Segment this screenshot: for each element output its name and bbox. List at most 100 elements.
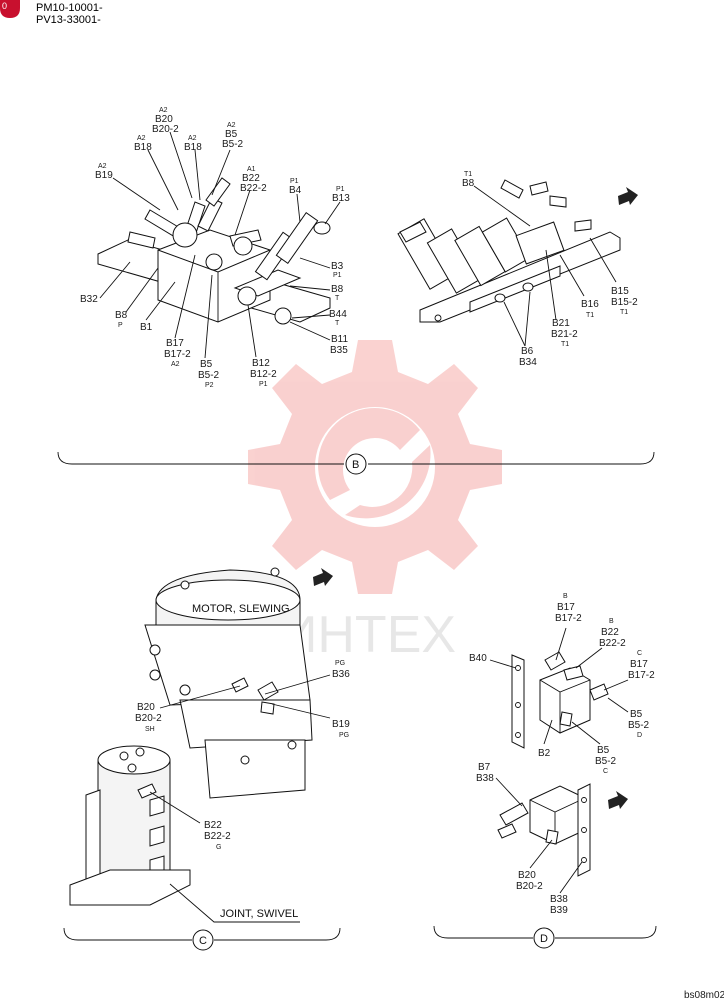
label-b16-t1: T1 bbox=[586, 312, 594, 319]
label-b4: B4 bbox=[289, 185, 302, 196]
section-b-bracket: B bbox=[57, 451, 655, 475]
label-b20-a2: A2 bbox=[159, 107, 168, 114]
label-b5-a2: A2 bbox=[227, 122, 236, 129]
label-b5p2-p2: P2 bbox=[205, 382, 214, 389]
label-c-b20: B20 bbox=[137, 702, 155, 713]
label-c-b22-2: B22-2 bbox=[204, 831, 231, 842]
label-d-b17-2: B17-2 bbox=[555, 613, 582, 624]
watermark-gear-logo bbox=[248, 340, 502, 594]
label-d-b5-d: D bbox=[637, 732, 642, 739]
label-d-b17-b: B bbox=[563, 593, 568, 600]
motor-caption: MOTOR, SLEWING bbox=[192, 603, 290, 615]
label-b3-p1: P1 bbox=[333, 272, 342, 279]
label-d-b22-2: B22-2 bbox=[599, 638, 626, 649]
swivel-joint-drawing bbox=[69, 745, 191, 906]
label-b8t: B8 bbox=[331, 284, 344, 295]
label-d-b20-2: B20-2 bbox=[516, 881, 543, 892]
label-b3: B3 bbox=[331, 261, 344, 272]
leaders-c bbox=[149, 674, 331, 923]
label-b18b-a2: A2 bbox=[188, 135, 197, 142]
label-b18: B18 bbox=[134, 142, 152, 153]
label-b12-p1: P1 bbox=[259, 381, 268, 388]
section-c-bracket: C bbox=[63, 927, 341, 951]
label-d-b5-2: B5-2 bbox=[628, 720, 650, 731]
label-b15-2: B15-2 bbox=[611, 297, 638, 308]
label-b13-p1: P1 bbox=[336, 186, 345, 193]
label-b8t-t: T bbox=[335, 295, 340, 302]
label-b22-2: B22-2 bbox=[240, 183, 267, 194]
label-c-b36-pg: PG bbox=[335, 660, 345, 667]
section-c-marker: C bbox=[199, 935, 207, 947]
label-c-b20-2: B20-2 bbox=[135, 713, 162, 724]
label-b32: B32 bbox=[80, 294, 98, 305]
label-d-b5c-c: C bbox=[603, 768, 608, 775]
corner-badge: 0 bbox=[0, 0, 20, 18]
label-b20: B20 bbox=[155, 114, 173, 125]
label-b17: B17 bbox=[166, 338, 184, 349]
flow-arrow-c bbox=[313, 568, 333, 586]
label-b15: B15 bbox=[611, 286, 629, 297]
label-d-b2: B2 bbox=[538, 748, 551, 759]
label-d-b22: B22 bbox=[601, 627, 619, 638]
label-d-b5c-2: B5-2 bbox=[595, 756, 617, 767]
flow-arrow-d bbox=[608, 791, 628, 809]
label-b21-t1: T1 bbox=[561, 341, 569, 348]
label-b8p-p: P bbox=[118, 322, 123, 329]
joint-caption: JOINT, SWIVEL bbox=[220, 908, 298, 920]
label-b4-p1: P1 bbox=[290, 178, 299, 185]
label-d-b7: B7 bbox=[478, 762, 491, 773]
label-b5-2: B5-2 bbox=[222, 139, 244, 150]
leaders-b-right bbox=[473, 185, 617, 347]
label-d-b17: B17 bbox=[557, 602, 575, 613]
label-d-b5: B5 bbox=[630, 709, 643, 720]
section-d-marker: D bbox=[540, 933, 548, 945]
label-b17-a2: A2 bbox=[171, 361, 180, 368]
label-d-b17c-c: C bbox=[637, 650, 642, 657]
label-b12: B12 bbox=[252, 358, 270, 369]
label-d-b20: B20 bbox=[518, 870, 536, 881]
leaders-d bbox=[489, 627, 629, 894]
label-b8p: B8 bbox=[115, 310, 128, 321]
label-b44-t: T bbox=[335, 320, 340, 327]
valve-block-d-lower bbox=[497, 783, 591, 877]
label-b5p2: B5 bbox=[200, 359, 213, 370]
valve-assembly-b-left bbox=[97, 177, 331, 325]
label-b21: B21 bbox=[552, 318, 570, 329]
label-b18b: B18 bbox=[184, 142, 202, 153]
section-b-marker: B bbox=[352, 459, 359, 471]
label-b44: B44 bbox=[329, 309, 347, 320]
flow-arrow-b bbox=[618, 187, 638, 205]
label-c-b19-pg: PG bbox=[339, 732, 349, 739]
label-d-b5c: B5 bbox=[597, 745, 610, 756]
valve-block-d-upper bbox=[511, 651, 609, 749]
labels-b-right: T1 B8 B15 B15-2 T1 B16 T1 B21 B21-2 T1 B… bbox=[462, 171, 638, 368]
valve-assembly-b-right bbox=[397, 179, 621, 323]
label-b12-2: B12-2 bbox=[250, 369, 277, 380]
label-b22: B22 bbox=[242, 173, 260, 184]
label-b17-2: B17-2 bbox=[164, 349, 191, 360]
label-b34: B34 bbox=[519, 357, 537, 368]
slewing-motor-drawing bbox=[144, 567, 313, 799]
label-d-b38b: B38 bbox=[550, 894, 568, 905]
footer-code: bs08m028 bbox=[684, 990, 724, 1000]
label-b19-a2: A2 bbox=[98, 163, 107, 170]
label-d-b17c-2: B17-2 bbox=[628, 670, 655, 681]
label-b22-a1: A1 bbox=[247, 166, 256, 173]
label-b15-t1: T1 bbox=[620, 309, 628, 316]
labels-c: PG B36 B20 B20-2 SH B19 PG B22 B22-2 G bbox=[135, 660, 350, 851]
label-d-b39: B39 bbox=[550, 905, 568, 916]
labels-d: B B17 B17-2 B B22 B22-2 C B17 B17-2 B40 … bbox=[469, 593, 655, 916]
label-c-b19: B19 bbox=[332, 719, 350, 730]
label-b19: B19 bbox=[95, 170, 113, 181]
label-b16: B16 bbox=[581, 299, 599, 310]
label-c-b22: B22 bbox=[204, 820, 222, 831]
labels-b-left: A2 B19 A2 B18 A2 B20 B20-2 A2 B18 A2 B5 … bbox=[80, 107, 350, 389]
label-d-b40: B40 bbox=[469, 653, 487, 664]
label-b5p2-2: B5-2 bbox=[198, 370, 220, 381]
leaders-b-left bbox=[99, 131, 341, 359]
label-b18-a2: A2 bbox=[137, 135, 146, 142]
label-c-b36: B36 bbox=[332, 669, 350, 680]
label-d-b17c: B17 bbox=[630, 659, 648, 670]
svg-text:0: 0 bbox=[2, 1, 7, 11]
